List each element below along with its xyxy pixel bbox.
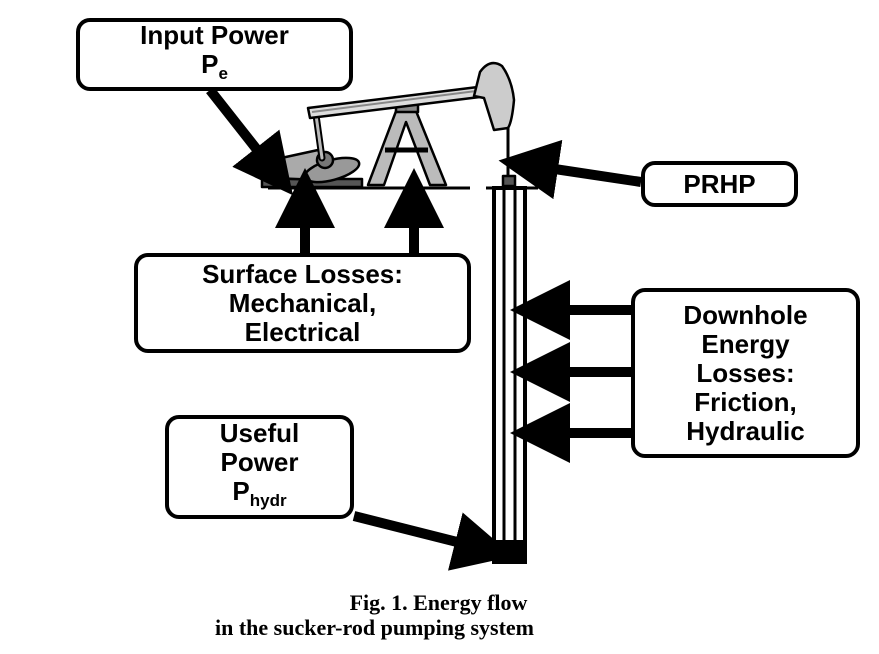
- useful-power-line-2: Power: [220, 447, 299, 477]
- downhole-losses-line-5: Hydraulic: [686, 415, 805, 446]
- input-power-symbol: Pe: [201, 49, 228, 84]
- samson-post: [366, 104, 448, 187]
- wellbore: [492, 186, 527, 564]
- surface-losses-line-2: Mechanical,: [228, 287, 377, 318]
- prhp-box: PRHP: [641, 161, 798, 207]
- arrow-input-power: [206, 86, 293, 196]
- prhp-label: PRHP: [683, 168, 756, 199]
- input-power-label: Input Power: [140, 20, 289, 50]
- downhole-pump: [494, 540, 525, 562]
- horse-head: [472, 61, 516, 132]
- caption-line-2: in the sucker-rod pumping system: [214, 615, 535, 640]
- useful-power-symbol: Phydr: [232, 476, 287, 511]
- useful-power-box: Useful Power Phydr: [165, 415, 354, 519]
- caption-line-1: Fig. 1. Energy flow: [349, 590, 528, 615]
- arrow-prhp: [498, 139, 642, 200]
- surface-losses-line-3: Electrical: [244, 316, 361, 347]
- downhole-losses-box: Downhole Energy Losses: Friction, Hydrau…: [631, 288, 860, 458]
- arrows: [206, 86, 642, 571]
- arrow-useful-power: [352, 511, 514, 571]
- figure-caption: Fig. 1. Energy flow in the sucker-rod pu…: [0, 590, 879, 640]
- useful-power-line-1: Useful: [219, 418, 300, 448]
- input-power-box: Input Power Pe: [76, 18, 353, 91]
- surface-losses-box: Surface Losses: Mechanical, Electrical: [134, 253, 471, 353]
- downhole-losses-line-3: Losses:: [696, 357, 795, 388]
- downhole-losses-line-2: Energy: [701, 328, 790, 359]
- surface-losses-line-1: Surface Losses:: [202, 258, 403, 289]
- downhole-losses-line-1: Downhole: [683, 299, 808, 330]
- downhole-losses-line-4: Friction,: [694, 386, 797, 417]
